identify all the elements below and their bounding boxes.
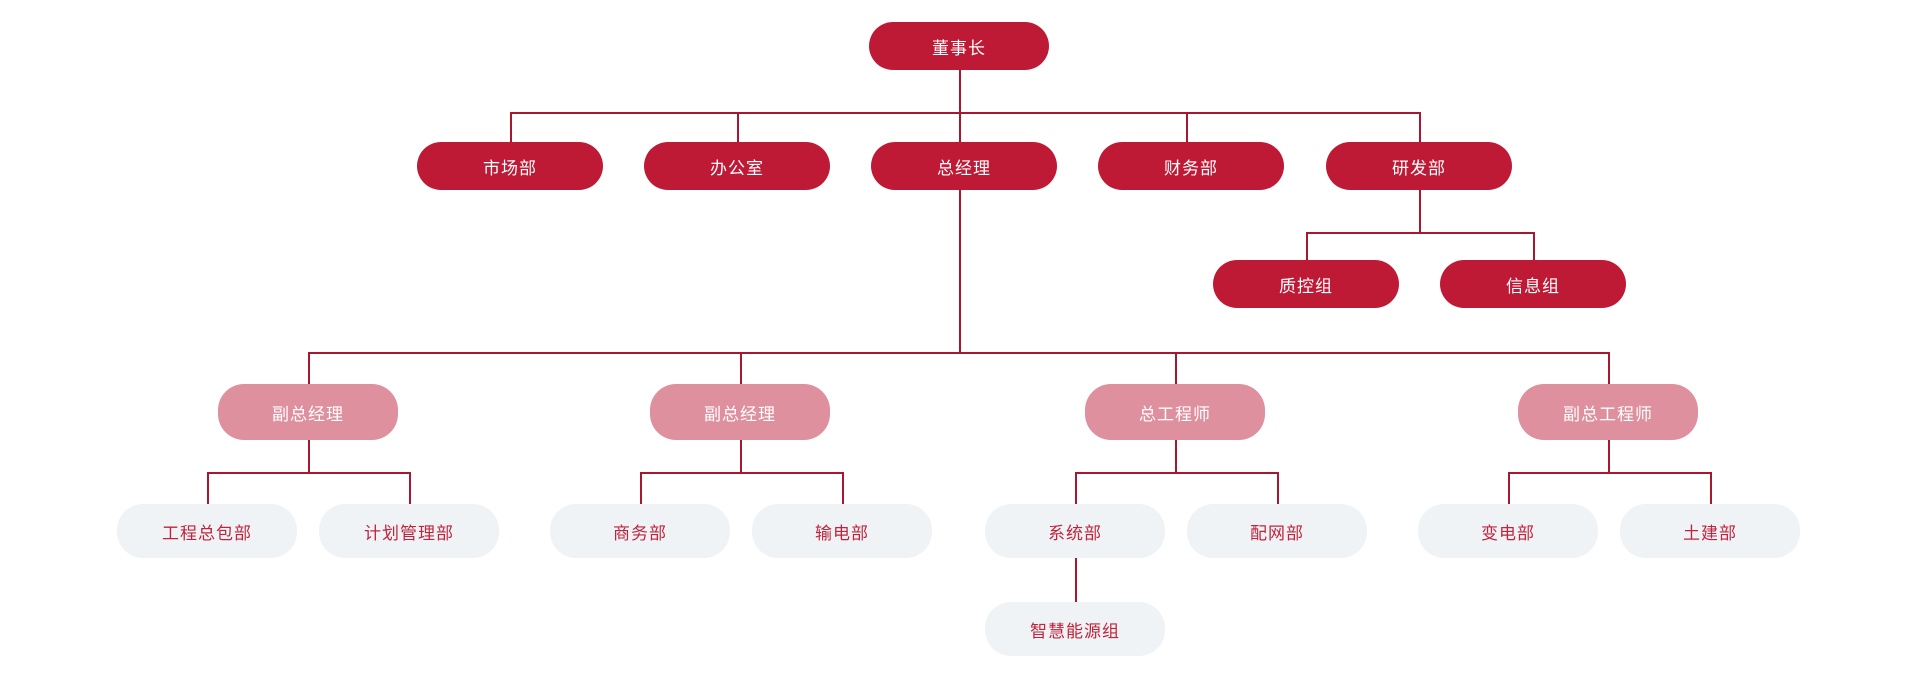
node-finance-department[interactable]: 财务部: [1098, 142, 1284, 190]
node-marketing-department[interactable]: 市场部: [417, 142, 603, 190]
connector-drop-deputy-gm-1: [308, 352, 310, 384]
connector-drop-deputy-chief-engineer: [1608, 352, 1610, 384]
node-planning-management-department[interactable]: 计划管理部: [319, 504, 499, 558]
connector-drop-civil: [1710, 472, 1712, 504]
connector-drop-commerce: [640, 472, 642, 504]
connector-drop-finance: [1186, 112, 1188, 142]
node-quality-control-group[interactable]: 质控组: [1213, 260, 1399, 308]
connector-drop-chief-engineer: [1175, 352, 1177, 384]
node-rnd-department[interactable]: 研发部: [1326, 142, 1512, 190]
connector-rnd-stem: [1419, 170, 1421, 232]
node-epc-department[interactable]: 工程总包部: [117, 504, 297, 558]
connector-deputy-gm-1-bus: [207, 472, 410, 474]
connector-deputy-gm-2-bus: [640, 472, 843, 474]
connector-row2-bus: [510, 112, 1420, 114]
node-smart-energy-group[interactable]: 智慧能源组: [985, 602, 1165, 656]
node-chief-engineer[interactable]: 总工程师: [1085, 384, 1265, 440]
connector-drop-epc: [207, 472, 209, 504]
node-office[interactable]: 办公室: [644, 142, 830, 190]
connector-deputy-chief-engineer-bus: [1508, 472, 1711, 474]
node-distribution-network-department[interactable]: 配网部: [1187, 504, 1367, 558]
connector-drop-qc: [1306, 232, 1308, 260]
connector-drop-system: [1075, 472, 1077, 504]
connector-drop-info: [1533, 232, 1535, 260]
connector-chief-engineer-stem: [1175, 440, 1177, 472]
connector-gm-stem: [959, 170, 961, 352]
connector-root-stem: [959, 70, 961, 112]
node-transmission-department[interactable]: 输电部: [752, 504, 932, 558]
node-substation-department[interactable]: 变电部: [1418, 504, 1598, 558]
connector-deputy-gm-2-stem: [740, 440, 742, 472]
node-deputy-general-manager-2[interactable]: 副总经理: [650, 384, 830, 440]
node-deputy-chief-engineer[interactable]: 副总工程师: [1518, 384, 1698, 440]
node-commerce-department[interactable]: 商务部: [550, 504, 730, 558]
connector-drop-substation: [1508, 472, 1510, 504]
connector-drop-transmission: [842, 472, 844, 504]
connector-deputy-chief-engineer-stem: [1608, 440, 1610, 472]
node-information-group[interactable]: 信息组: [1440, 260, 1626, 308]
node-chairman[interactable]: 董事长: [869, 22, 1049, 70]
connector-chief-engineer-bus: [1075, 472, 1278, 474]
node-civil-engineering-department[interactable]: 土建部: [1620, 504, 1800, 558]
connector-deputy-gm-1-stem: [308, 440, 310, 472]
node-system-department[interactable]: 系统部: [985, 504, 1165, 558]
node-deputy-general-manager-1[interactable]: 副总经理: [218, 384, 398, 440]
connector-rnd-bus: [1306, 232, 1534, 234]
connector-drop-distribution: [1277, 472, 1279, 504]
connector-drop-general-manager: [959, 112, 961, 142]
connector-drop-planning: [409, 472, 411, 504]
node-general-manager[interactable]: 总经理: [871, 142, 1057, 190]
connector-smart-energy-stem: [1075, 558, 1077, 602]
connector-drop-rnd: [1419, 112, 1421, 142]
connector-drop-deputy-gm-2: [740, 352, 742, 384]
connector-drop-marketing: [510, 112, 512, 142]
connector-drop-office: [737, 112, 739, 142]
connector-row3-bus: [308, 352, 1608, 354]
